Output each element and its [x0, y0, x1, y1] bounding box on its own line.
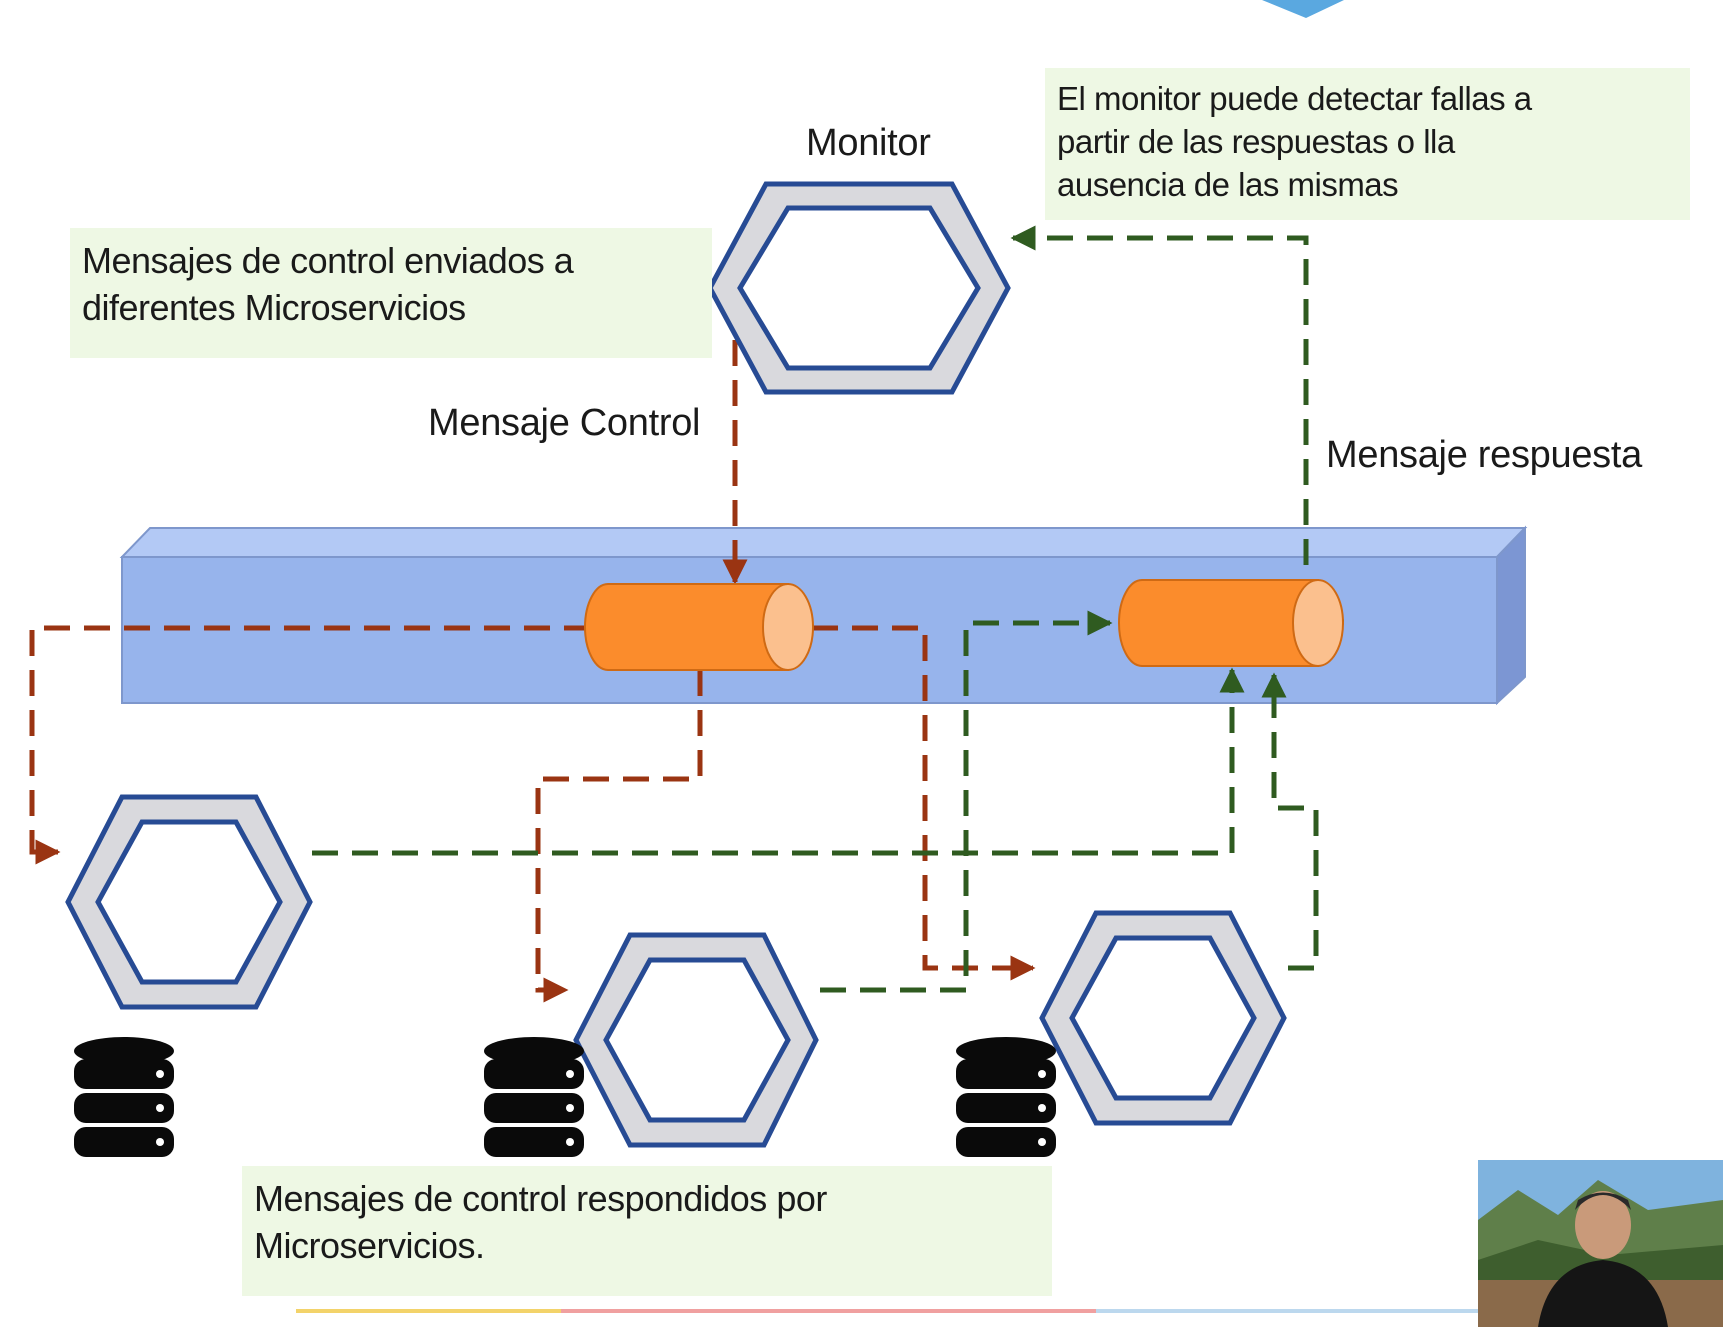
logo-fragment [1262, 0, 1344, 18]
control-message-label: Mensaje Control [428, 402, 701, 444]
decorative-bar-blue [1096, 1309, 1478, 1313]
decorative-bar-red [561, 1309, 1096, 1313]
middle-service-response-path [820, 610, 1113, 993]
queue-to-middle-service-path [535, 670, 703, 1003]
monitor-note: El monitor puede detectar fallas a parti… [1045, 68, 1690, 220]
monitor-hexagon [707, 181, 1011, 395]
monitor-label: Monitor [806, 122, 931, 164]
queue-to-monitor-path [1010, 225, 1309, 605]
control-queue-cylinder [584, 583, 814, 671]
database-icon [74, 1037, 174, 1157]
response-message-label: Mensaje respuesta [1326, 434, 1642, 476]
database-icon [484, 1037, 584, 1157]
service-hexagon-left [65, 794, 313, 1010]
queue-to-right-service-path [812, 625, 1036, 981]
decorative-bar-yellow [296, 1309, 561, 1313]
service-hexagon-right [1039, 910, 1287, 1126]
response-note: Mensajes de control respondidos por Micr… [242, 1166, 1052, 1296]
presenter-video-thumbnail [1478, 1160, 1723, 1327]
control-note: Mensajes de control enviados a diferente… [70, 228, 712, 358]
response-queue-cylinder [1118, 579, 1344, 667]
left-service-response-path [312, 667, 1245, 856]
database-icon [956, 1037, 1056, 1157]
right-service-response-path [1261, 672, 1319, 971]
service-hexagon-middle [573, 932, 819, 1148]
